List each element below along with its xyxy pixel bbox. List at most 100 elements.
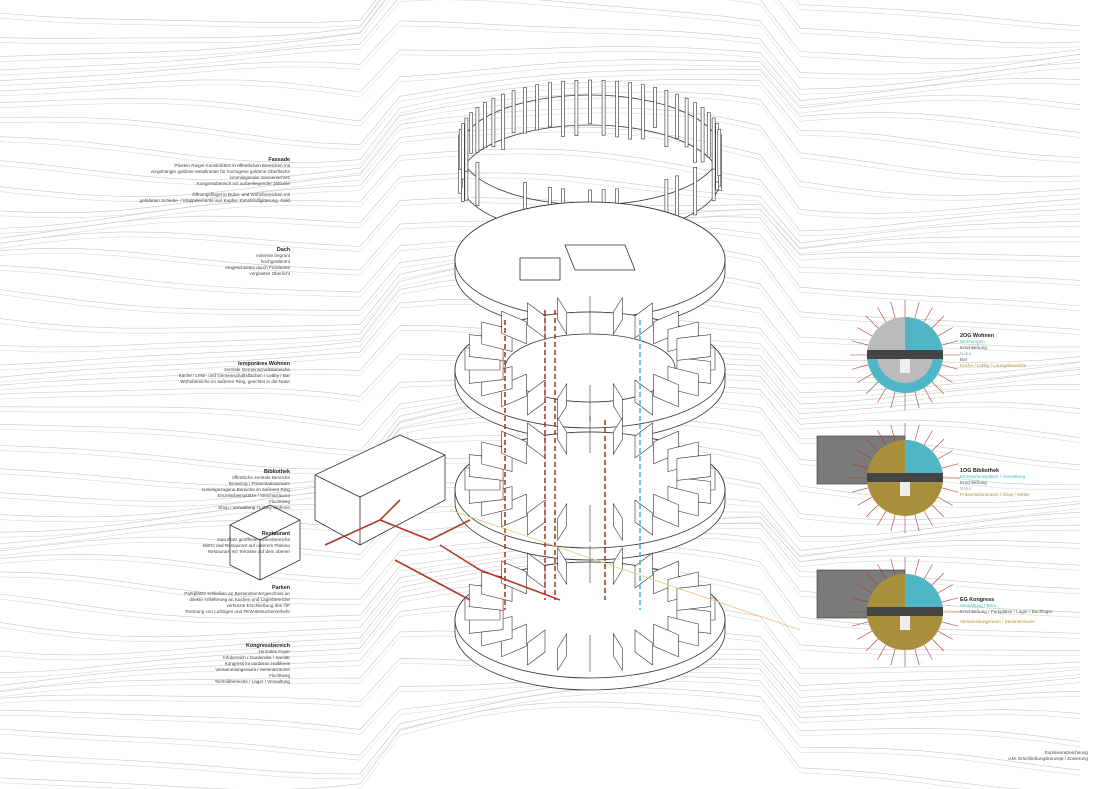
facade-fin bbox=[602, 80, 605, 135]
ray bbox=[924, 388, 933, 403]
line: Präsentationsraum / Shop / Atelier bbox=[960, 492, 1080, 498]
facade-fin bbox=[536, 85, 539, 130]
facade-fin bbox=[575, 80, 578, 135]
legend-2og: 2OG Wohnen Wohnungen Erschließung Natur … bbox=[960, 333, 1080, 369]
ray bbox=[891, 515, 895, 531]
facade-fin bbox=[512, 91, 515, 133]
zone-circulation bbox=[867, 350, 943, 359]
line: Küche / Lobby / Loungebereiche bbox=[960, 363, 1080, 369]
drawing-caption: Explosionszeichnung o.M. Erschließungsko… bbox=[1008, 750, 1088, 762]
contour-line bbox=[0, 707, 1080, 789]
ray bbox=[857, 374, 872, 383]
facade-fin bbox=[589, 80, 592, 124]
contour-line bbox=[0, 0, 1080, 64]
ray bbox=[924, 511, 933, 526]
ray bbox=[891, 392, 895, 408]
zone-core bbox=[900, 616, 910, 630]
ray bbox=[891, 649, 895, 665]
facade-fin bbox=[483, 103, 486, 148]
line: Restaurant mit Terrasse auf dem oberen bbox=[90, 549, 290, 555]
floor-eg-kongress bbox=[455, 546, 725, 690]
line: Technikbereiche / Lager / Verwaltung bbox=[90, 679, 290, 685]
facade-fin bbox=[694, 103, 697, 163]
ray bbox=[852, 488, 868, 492]
text-bibliothek: Bibliothek öffentliche zentrale Bereiche… bbox=[90, 469, 290, 511]
line: Wohnbereiche im äußeren Ring, gerichtet … bbox=[90, 379, 290, 385]
text-kongress: Kongressbereich zentrales Foyer Infobere… bbox=[90, 643, 290, 685]
text-restaurant: Restaurant zum Platz geöffnete Außenbere… bbox=[90, 531, 290, 555]
zoning-circle-0 bbox=[850, 300, 960, 410]
ray bbox=[932, 316, 944, 328]
facade-fin bbox=[654, 87, 657, 127]
ray bbox=[852, 622, 868, 626]
zone-circulation bbox=[867, 607, 943, 616]
ray bbox=[878, 307, 887, 322]
facade-fin bbox=[465, 118, 468, 172]
text-dach: Dach extensiv begrünt hochgedämmt einges… bbox=[90, 247, 290, 277]
ray bbox=[924, 564, 933, 579]
facade-fin bbox=[548, 83, 551, 127]
contour-line bbox=[0, 0, 1080, 59]
wall bbox=[677, 335, 711, 361]
facade-fin bbox=[502, 94, 505, 150]
ray bbox=[915, 425, 919, 441]
ray bbox=[866, 382, 878, 394]
contour-line bbox=[0, 52, 1080, 106]
line: gefalteten Schiebe- / Klappelemente aus … bbox=[50, 198, 290, 204]
ray bbox=[915, 515, 919, 531]
facade-fin bbox=[701, 108, 704, 163]
contour-line bbox=[0, 21, 1080, 89]
facade-fin bbox=[470, 113, 473, 154]
ray bbox=[942, 598, 958, 602]
contour-line bbox=[0, 0, 1080, 26]
ray bbox=[878, 645, 887, 660]
facade-fin bbox=[629, 83, 632, 139]
line: Versammlungsraum / Seminarräume bbox=[960, 619, 1080, 625]
facade-fin bbox=[675, 94, 678, 138]
ray bbox=[924, 645, 933, 660]
facade-fin bbox=[476, 163, 479, 206]
facade-fin bbox=[561, 81, 564, 136]
contour-line bbox=[0, 0, 1080, 79]
zoning-diagrams bbox=[817, 300, 960, 667]
ray bbox=[932, 639, 944, 651]
contour-line bbox=[0, 702, 1080, 789]
facade-fin bbox=[718, 129, 721, 175]
ray bbox=[942, 464, 958, 468]
ray bbox=[938, 328, 953, 337]
line: Trennung von Lufzügen und PKW-Besucherve… bbox=[90, 609, 290, 615]
zone-core bbox=[900, 482, 910, 496]
legend-eg: EG Kongress Verwaltung / Büro Erschließu… bbox=[960, 597, 1080, 625]
ray bbox=[891, 302, 895, 318]
contour-line bbox=[0, 0, 1080, 31]
wall bbox=[677, 455, 711, 481]
ray bbox=[938, 451, 953, 460]
contour-line bbox=[0, 79, 1080, 162]
line: verglastes Oberlicht bbox=[90, 271, 290, 277]
ray bbox=[857, 497, 872, 506]
ray bbox=[924, 430, 933, 445]
facade-fin bbox=[712, 118, 715, 169]
ray bbox=[938, 631, 953, 640]
ray bbox=[857, 631, 872, 640]
ray bbox=[942, 622, 958, 626]
text-fassade: Fassade Pfosten Riegel Konstruktion in ö… bbox=[90, 157, 290, 204]
ray bbox=[915, 649, 919, 665]
facade-fin bbox=[685, 98, 688, 147]
facade-fin bbox=[524, 87, 527, 133]
ray bbox=[866, 505, 878, 517]
ray bbox=[942, 488, 958, 492]
zone-circulation bbox=[867, 473, 943, 482]
text-parken: Parken Parkplätze schließen an Bestandsu… bbox=[90, 585, 290, 615]
building-explosion bbox=[230, 80, 800, 690]
facade-fin bbox=[707, 113, 710, 158]
ray bbox=[932, 439, 944, 451]
ray bbox=[938, 497, 953, 506]
facade-fin bbox=[461, 124, 464, 179]
facade-fin bbox=[694, 167, 697, 215]
contour-line bbox=[0, 65, 1080, 127]
ray bbox=[878, 511, 887, 526]
contour-line bbox=[0, 60, 1080, 122]
facade-fin bbox=[492, 98, 495, 147]
facade-fin bbox=[476, 108, 479, 153]
